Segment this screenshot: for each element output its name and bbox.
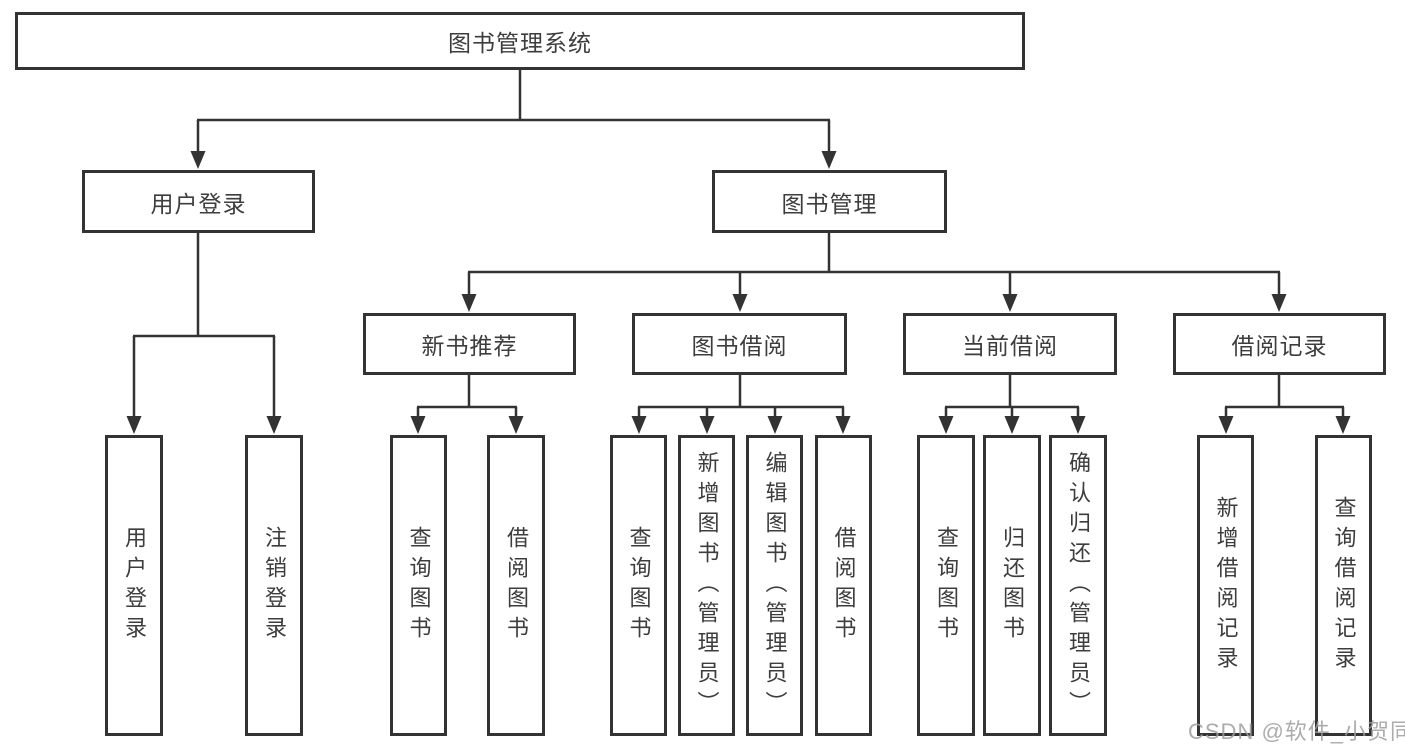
node-label: 编辑图书（管理员） [762,450,788,721]
node-label: 借阅图书 [504,525,529,646]
node-library-management-system: 图书管理系统 [15,12,1025,70]
node-book-borrow: 图书借阅 [632,313,847,375]
node-label: 图书管理 [781,190,878,217]
node-label: 当前借阅 [962,333,1058,359]
node-borrow-records: 借阅记录 [1173,313,1386,375]
leaf-borrow-books-recommend: 借阅图书 [487,435,545,736]
node-current-borrow: 当前借阅 [903,313,1117,375]
node-label: 新增借阅记录 [1213,495,1239,676]
node-label: 图书借阅 [691,333,788,359]
node-label: 图书管理系统 [448,30,592,56]
leaf-borrow-books: 借阅图书 [815,435,872,736]
leaf-query-borrow-record: 查询借阅记录 [1315,435,1372,736]
node-label: 注销登录 [262,525,287,646]
node-label: 用户登录 [150,190,247,217]
leaf-return-books: 归还图书 [983,435,1041,736]
node-user-login: 用户登录 [82,170,315,233]
leaf-logout: 注销登录 [245,435,303,736]
node-label: 用户登录 [122,525,147,646]
node-label: 归还图书 [1000,525,1025,646]
leaf-add-borrow-record: 新增借阅记录 [1197,435,1254,736]
leaf-query-books-recommend: 查询图书 [390,435,447,736]
node-label: 查询图书 [406,525,432,646]
node-label: 新书推荐 [421,333,518,359]
leaf-confirm-return-admin: 确认归还（管理员） [1049,435,1107,736]
leaf-add-books-admin: 新增图书（管理员） [678,435,735,736]
node-new-book-recommend: 新书推荐 [363,313,576,375]
node-label: 查询图书 [626,525,652,646]
node-book-management: 图书管理 [712,170,947,233]
node-label: 查询借阅记录 [1331,495,1357,676]
node-label: 借阅记录 [1231,333,1328,359]
csdn-watermark: CSDN @软件_小贺同学 [1188,719,1405,744]
node-label: 借阅图书 [831,525,857,646]
leaf-user-login: 用户登录 [105,435,163,736]
node-label: 查询图书 [934,525,959,646]
leaf-query-books-borrow: 查询图书 [610,435,667,736]
node-label: 新增图书（管理员） [694,450,720,721]
node-label: 确认归还（管理员） [1066,450,1091,721]
leaf-query-books-current: 查询图书 [917,435,975,736]
leaf-edit-books-admin: 编辑图书（管理员） [746,435,803,736]
